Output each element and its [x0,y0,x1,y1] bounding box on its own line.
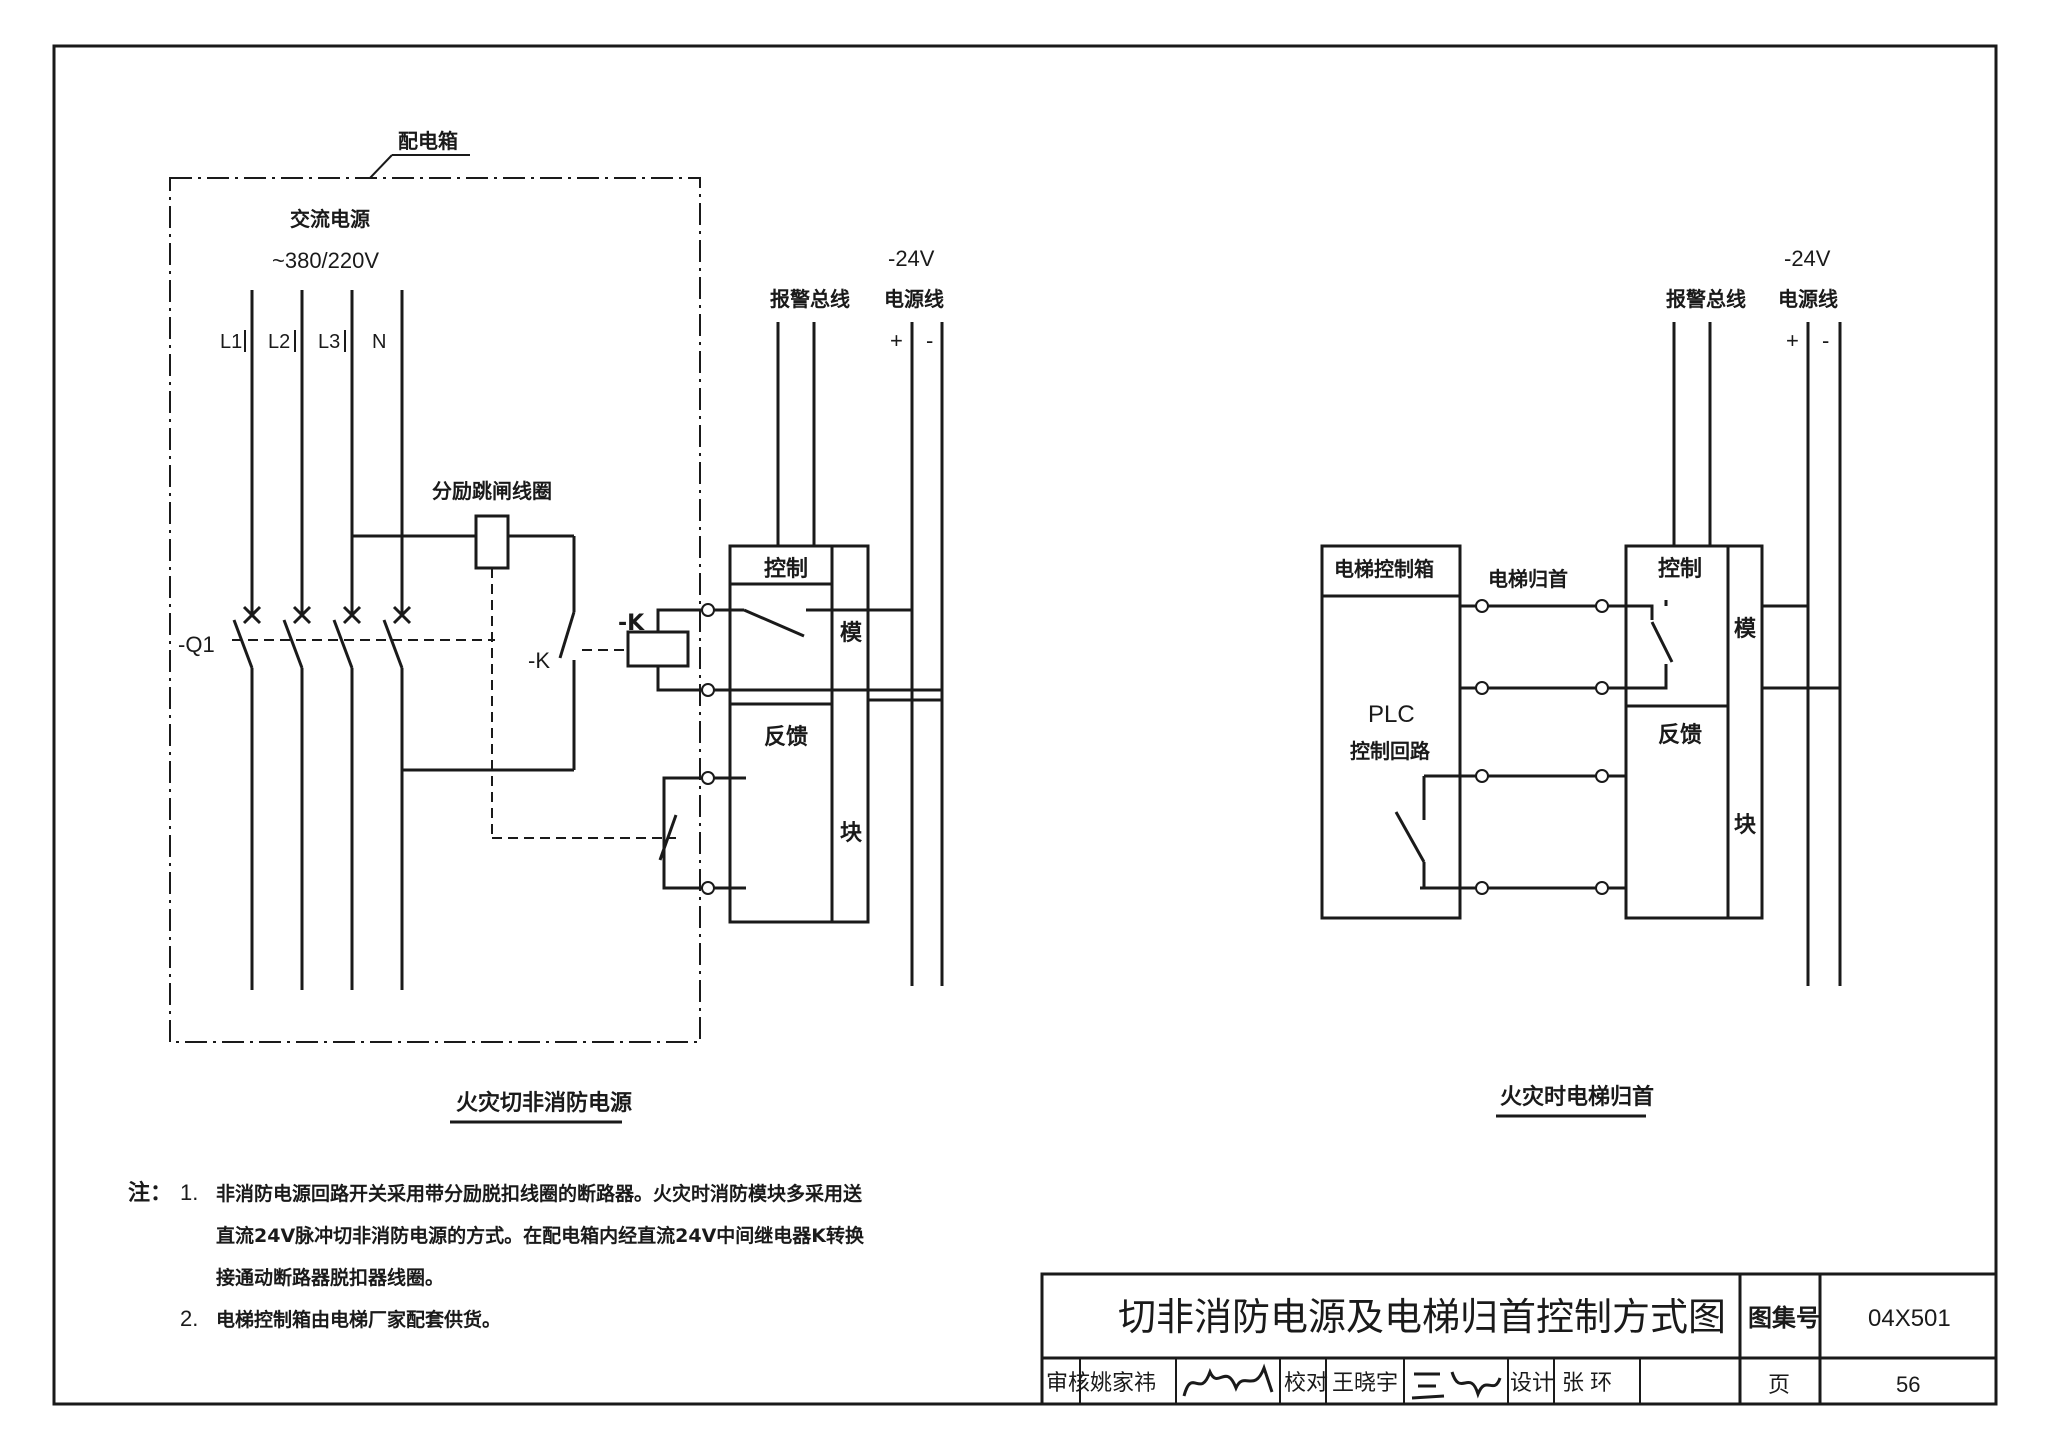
distribution-box [169,177,701,1043]
page-number: 56 [1896,1372,1920,1397]
checker-name: 王晓宇 [1332,1370,1398,1395]
title-block: 切非消防电源及电梯归首控制方式图 图集号 04X501 审核 姚家祎 校对 王晓… [1040,1272,1998,1406]
note-1-number: 1. [180,1180,198,1205]
elevator-box-label: 电梯控制箱 [1334,557,1434,581]
note-1-line-1: 非消防电源回路开关采用带分励脱扣线圈的断路器。火灾时消防模块多采用送 [216,1182,863,1205]
breaker-blades [232,619,404,669]
plc-circuit-label: 控制回路 [1350,739,1431,763]
elevator-control-box [1320,544,1462,920]
left-module-char2: 块 [840,821,863,846]
left-module-feedback: 反馈 [764,724,808,750]
plc-label: PLC [1368,701,1415,728]
phase-label-l3: L3 [318,331,340,353]
right-dc-voltage: -24V [1784,246,1831,271]
relay-coil-label: -K [618,611,645,636]
atlas-number: 04X501 [1868,1305,1951,1332]
reviewer-signature [1182,1363,1274,1397]
right-power-line-label: 电源线 [1778,287,1838,311]
distribution-box-label: 配电箱 [398,129,458,153]
right-module: 控制 反馈 模 块 [1624,544,1764,920]
left-module-control: 控制 [764,556,808,582]
reviewer-name: 姚家祎 [1090,1370,1156,1395]
phase-label-l1: L1 [220,331,242,353]
checker-signature [1411,1371,1502,1400]
review-label: 审核 [1046,1370,1090,1395]
relay-contact-label: -K [528,648,550,673]
note-1-line-3: 接通动断路器脱扣器线圈。 [216,1266,444,1289]
notes: 注： 1. 非消防电源回路开关采用带分励脱扣线圈的断路器。火灾时消防模块多采用送… [128,1180,865,1331]
relay-coil [626,630,690,668]
drawing-title: 切非消防电源及电梯归首控制方式图 [1118,1297,1726,1339]
ac-voltage-label: ~380/220V [272,248,379,273]
right-minus-sign: - [1822,328,1829,353]
left-minus-sign: - [926,328,933,353]
right-alarm-bus-label: 报警总线 [1666,287,1746,311]
designer-name: 张 环 [1562,1370,1612,1395]
left-alarm-bus-label: 报警总线 [770,287,850,311]
ac-source-label: 交流电源 [290,207,370,231]
page-label: 页 [1768,1372,1790,1397]
left-caption: 火灾切非消防电源 [456,1090,632,1116]
atlas-number-label: 图集号 [1748,1304,1820,1332]
phase-label-l2: L2 [268,331,290,353]
note-2-number: 2. [180,1306,198,1331]
phase-label-n: N [372,331,386,353]
left-module: 控制 反馈 模 块 [701,544,942,924]
elevator-return-diagram: 电梯控制箱 PLC 控制回路 电梯归首 控制 反馈 模 块 [1320,246,1842,1118]
right-module-char2: 块 [1734,813,1757,838]
fire-cut-diagram: 配电箱 交流电源 ~380/220V L1 L2 L3 N [169,129,944,1124]
left-plus-sign: + [890,328,903,353]
check-label: 校对 [1284,1370,1328,1395]
note-1-line-2: 直流24V脉冲切非消防电源的方式。在配电箱内经直流24V中间继电器K转换 [216,1224,865,1247]
note-2-text: 电梯控制箱由电梯厂家配套供货。 [216,1308,501,1331]
right-caption: 火灾时电梯归首 [1500,1084,1654,1110]
left-power-line-label: 电源线 [884,287,944,311]
shunt-trip-label: 分励跳闸线圈 [432,479,552,503]
right-module-feedback: 反馈 [1658,722,1702,748]
left-module-char1: 模 [840,621,863,646]
right-module-char1: 模 [1734,617,1757,642]
breaker-marks [242,605,412,625]
left-dc-voltage: -24V [888,246,935,271]
elevator-return-label: 电梯归首 [1488,567,1568,591]
right-module-control: 控制 [1658,556,1702,582]
sheet-border [52,44,1998,1406]
notes-prefix: 注： [128,1180,172,1206]
shunt-trip-coil [474,514,510,570]
breaker-label: -Q1 [178,632,215,657]
design-label: 设计 [1510,1370,1554,1395]
right-plus-sign: + [1786,328,1799,353]
